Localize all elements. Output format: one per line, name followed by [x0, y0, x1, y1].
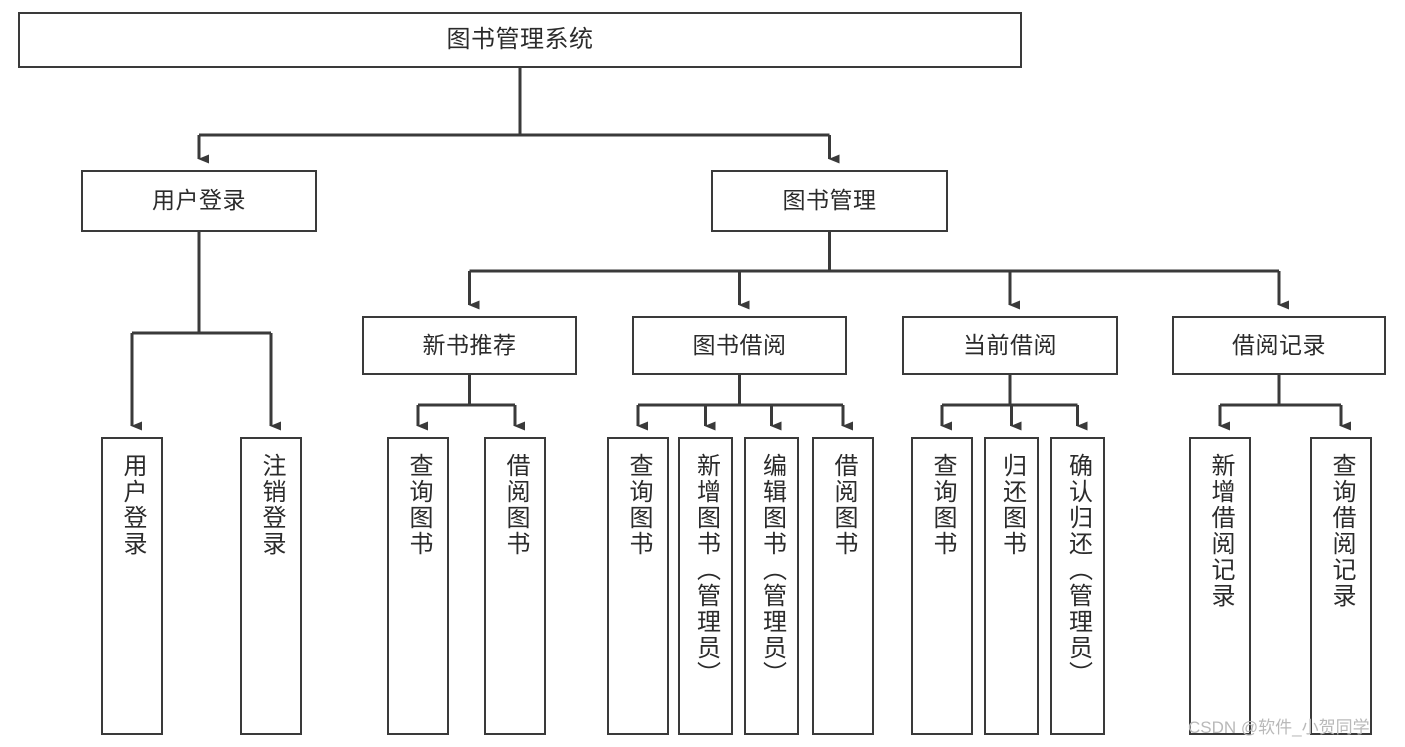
node-label-leaf-user-out: 注销登录	[258, 453, 285, 557]
node-borrow-record[interactable]: 借阅记录	[1172, 316, 1386, 375]
node-label-leaf-cb-query: 查询图书	[929, 453, 956, 557]
node-leaf-br-query[interactable]: 查询借阅记录	[1310, 437, 1372, 735]
node-leaf-bb-query[interactable]: 查询图书	[607, 437, 669, 735]
node-label-leaf-user-login: 用户登录	[119, 453, 146, 557]
node-label-leaf-rec-borrow: 借阅图书	[502, 453, 529, 557]
node-label-leaf-cb-return: 归还图书	[998, 453, 1026, 557]
node-current-borrow[interactable]: 当前借阅	[902, 316, 1118, 375]
node-label-leaf-bb-add: 新增图书（管理员）	[692, 453, 720, 687]
node-label-leaf-bb-borrow: 借阅图书	[830, 453, 857, 557]
node-user-login[interactable]: 用户登录	[81, 170, 317, 232]
node-label-book-manage: 图书管理	[782, 187, 877, 214]
node-leaf-br-add[interactable]: 新增借阅记录	[1189, 437, 1251, 735]
node-leaf-bb-edit[interactable]: 编辑图书（管理员）	[744, 437, 799, 735]
node-leaf-cb-query[interactable]: 查询图书	[911, 437, 973, 735]
node-label-leaf-br-query: 查询借阅记录	[1328, 453, 1355, 609]
node-label-book-borrow: 图书借阅	[692, 331, 787, 358]
node-leaf-rec-borrow[interactable]: 借阅图书	[484, 437, 546, 735]
node-book-manage[interactable]: 图书管理	[711, 170, 948, 232]
node-label-leaf-br-add: 新增借阅记录	[1207, 453, 1234, 609]
node-label-root: 图书管理系统	[446, 25, 594, 53]
node-leaf-rec-query[interactable]: 查询图书	[387, 437, 449, 735]
node-label-current-borrow: 当前借阅	[963, 331, 1057, 358]
node-leaf-cb-confirm[interactable]: 确认归还（管理员）	[1050, 437, 1105, 735]
watermark: CSDN @软件_小贺同学	[1188, 718, 1370, 737]
node-new-book-rec[interactable]: 新书推荐	[362, 316, 577, 375]
node-leaf-cb-return[interactable]: 归还图书	[984, 437, 1039, 735]
node-label-borrow-record: 借阅记录	[1232, 331, 1326, 358]
node-label-leaf-rec-query: 查询图书	[405, 453, 432, 557]
node-leaf-bb-add[interactable]: 新增图书（管理员）	[678, 437, 733, 735]
node-root[interactable]: 图书管理系统	[18, 12, 1022, 68]
node-leaf-bb-borrow[interactable]: 借阅图书	[812, 437, 874, 735]
node-leaf-user-out[interactable]: 注销登录	[240, 437, 302, 735]
node-label-leaf-cb-confirm: 确认归还（管理员）	[1064, 453, 1092, 687]
node-leaf-user-login[interactable]: 用户登录	[101, 437, 163, 735]
node-book-borrow[interactable]: 图书借阅	[632, 316, 847, 375]
node-label-new-book-rec: 新书推荐	[422, 331, 517, 358]
node-label-leaf-bb-edit: 编辑图书（管理员）	[758, 453, 786, 687]
node-label-user-login: 用户登录	[152, 187, 246, 214]
node-label-leaf-bb-query: 查询图书	[625, 453, 652, 557]
